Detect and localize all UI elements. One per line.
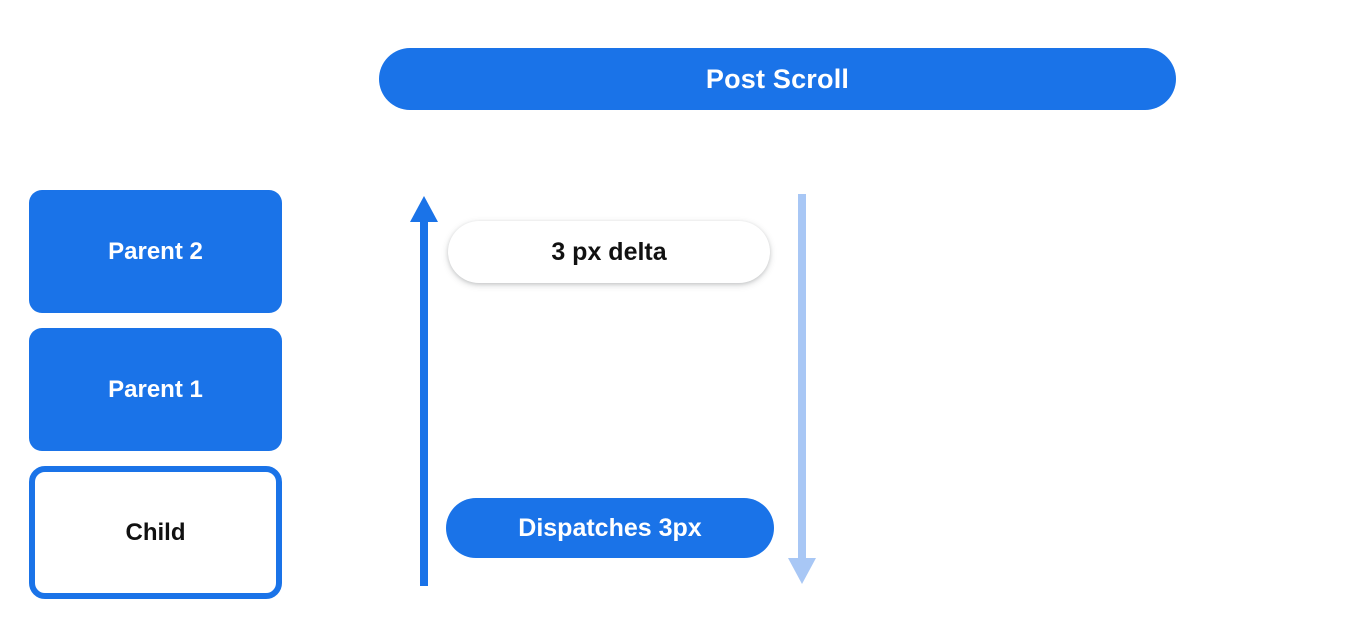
arrow-up-icon bbox=[410, 196, 438, 586]
dispatch-chip: Dispatches 3px bbox=[446, 498, 774, 558]
post-scroll-header: Post Scroll bbox=[379, 48, 1176, 110]
node-parent-2: Parent 2 bbox=[29, 190, 282, 313]
node-parent-1-label: Parent 1 bbox=[108, 375, 203, 403]
node-parent-2-label: Parent 2 bbox=[108, 237, 203, 265]
node-parent-1: Parent 1 bbox=[29, 328, 282, 451]
node-child-label: Child bbox=[125, 518, 186, 546]
dispatch-chip-label: Dispatches 3px bbox=[518, 513, 702, 542]
arrow-down-icon bbox=[788, 194, 816, 584]
delta-chip: 3 px delta bbox=[448, 221, 770, 283]
view-hierarchy-stack: Parent 2 Parent 1 Child bbox=[29, 190, 282, 599]
delta-chip-label: 3 px delta bbox=[551, 237, 667, 266]
node-child: Child bbox=[29, 466, 282, 599]
header-title: Post Scroll bbox=[705, 63, 850, 94]
